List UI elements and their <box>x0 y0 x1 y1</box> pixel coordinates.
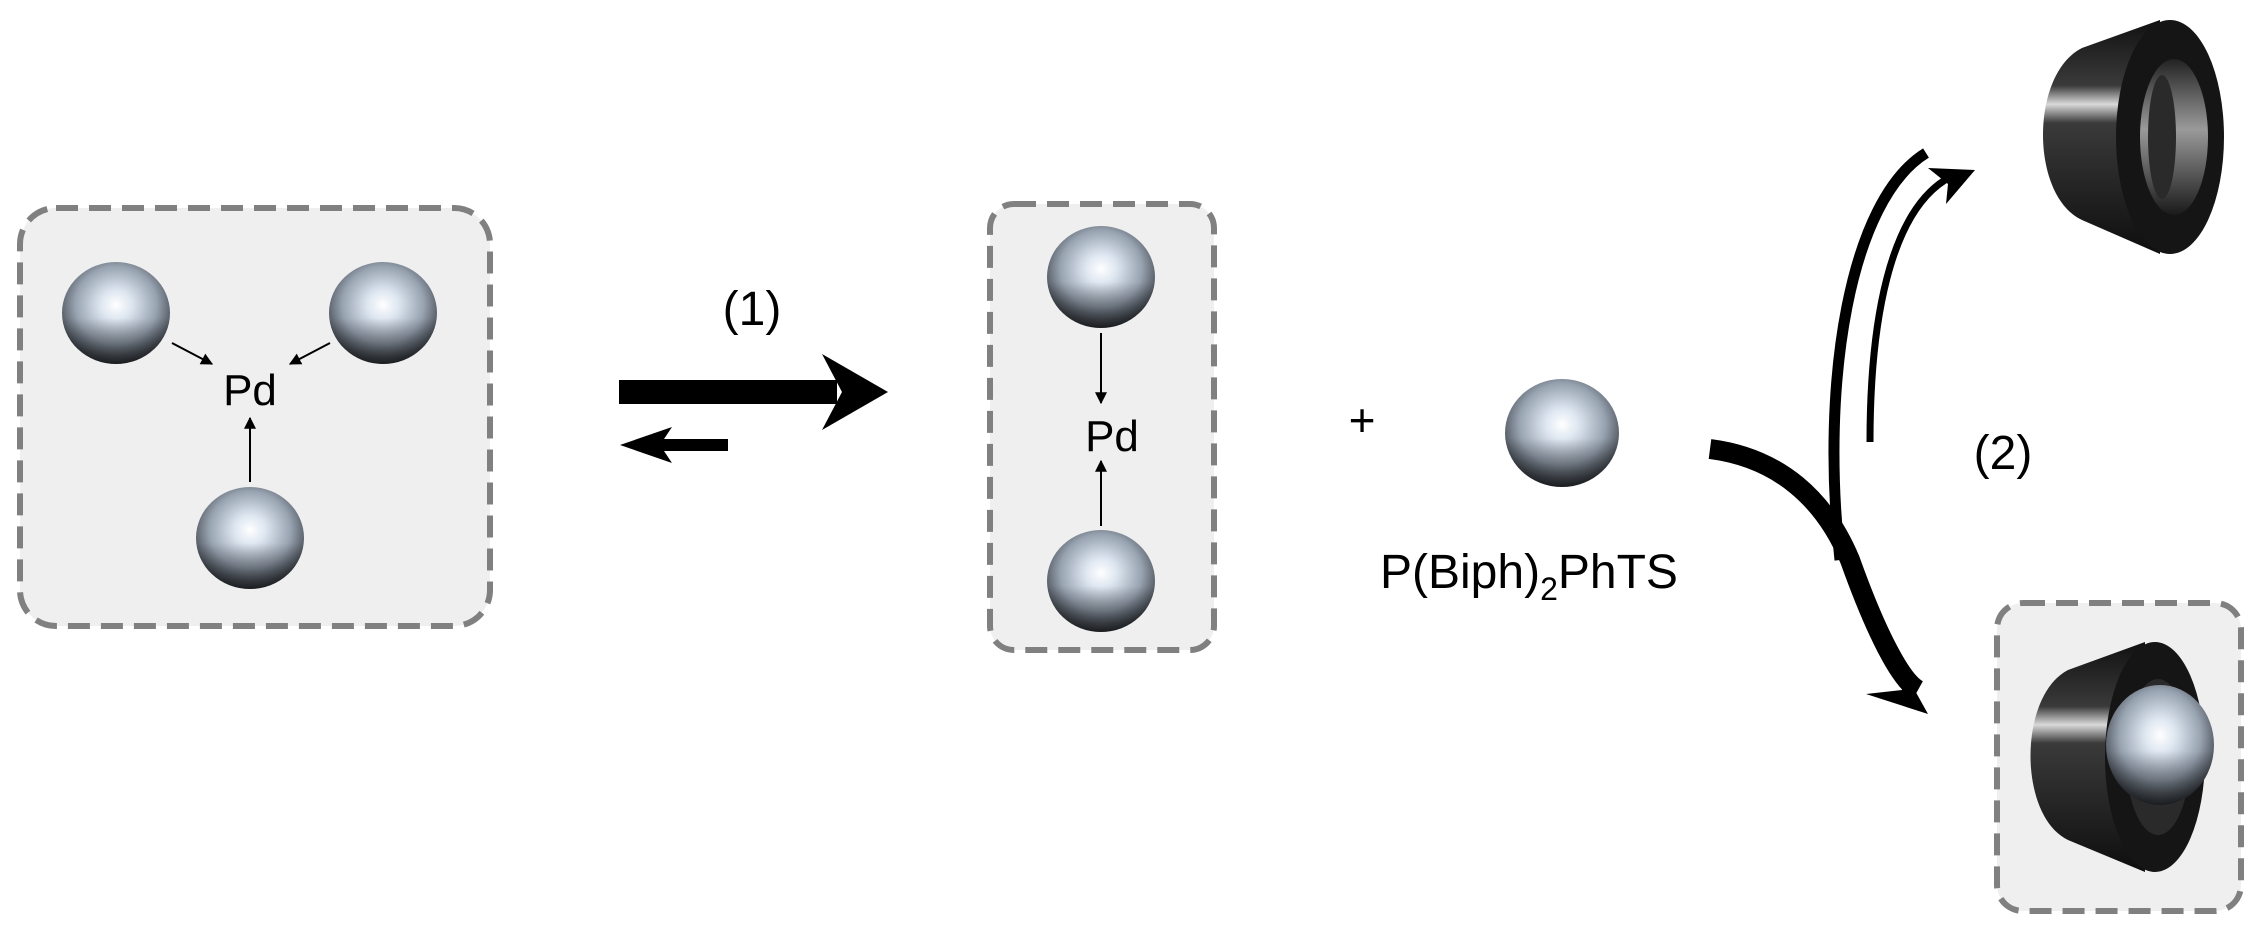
plus-sign: + <box>1349 394 1376 446</box>
forward-arrow-shaft <box>619 380 837 404</box>
release-curved-arrow <box>1828 148 1929 561</box>
free-ligand: P(Biph)2PhTS <box>1380 379 1678 607</box>
sphere-icon <box>1047 226 1155 328</box>
host-guest-complex-icon <box>1994 600 2244 914</box>
coordination-arrow <box>171 342 214 365</box>
pd-label-left: Pd <box>223 366 277 415</box>
step-1-label: (1) <box>723 283 782 336</box>
cavitand-inner-highlight <box>2148 75 2176 199</box>
reverse-arrow-head <box>620 427 672 463</box>
ligand-name: P(Biph)2PhTS <box>1380 546 1678 607</box>
step-2-label: (2) <box>1974 427 2033 480</box>
sphere-icon <box>329 262 437 364</box>
coordination-arrow <box>288 342 331 365</box>
uptake-arrow-head <box>1928 168 1975 204</box>
middle-dashed-panel <box>987 201 1217 653</box>
forward-arrow-head <box>822 354 888 430</box>
sphere-icon <box>62 262 170 364</box>
binding-arrow-head <box>1866 660 1928 714</box>
sphere-icon <box>2106 685 2214 805</box>
pd-label-middle: Pd <box>1085 412 1139 461</box>
equilibrium-arrows: (1) <box>619 283 888 463</box>
uptake-curved-arrow <box>1866 177 1947 443</box>
host-guest-arrows: (2) <box>1708 148 2033 714</box>
bis-ligand-pd-complex: Pd <box>987 201 1217 653</box>
tris-ligand-pd-complex: Pd <box>17 205 493 629</box>
incoming-curved-arrow <box>1708 439 1924 699</box>
cavitand-ring-icon <box>2043 20 2224 254</box>
sphere-icon <box>1505 379 1619 487</box>
reverse-arrow-shaft <box>655 439 728 451</box>
sphere-icon <box>1047 530 1155 632</box>
sphere-icon <box>196 487 304 589</box>
